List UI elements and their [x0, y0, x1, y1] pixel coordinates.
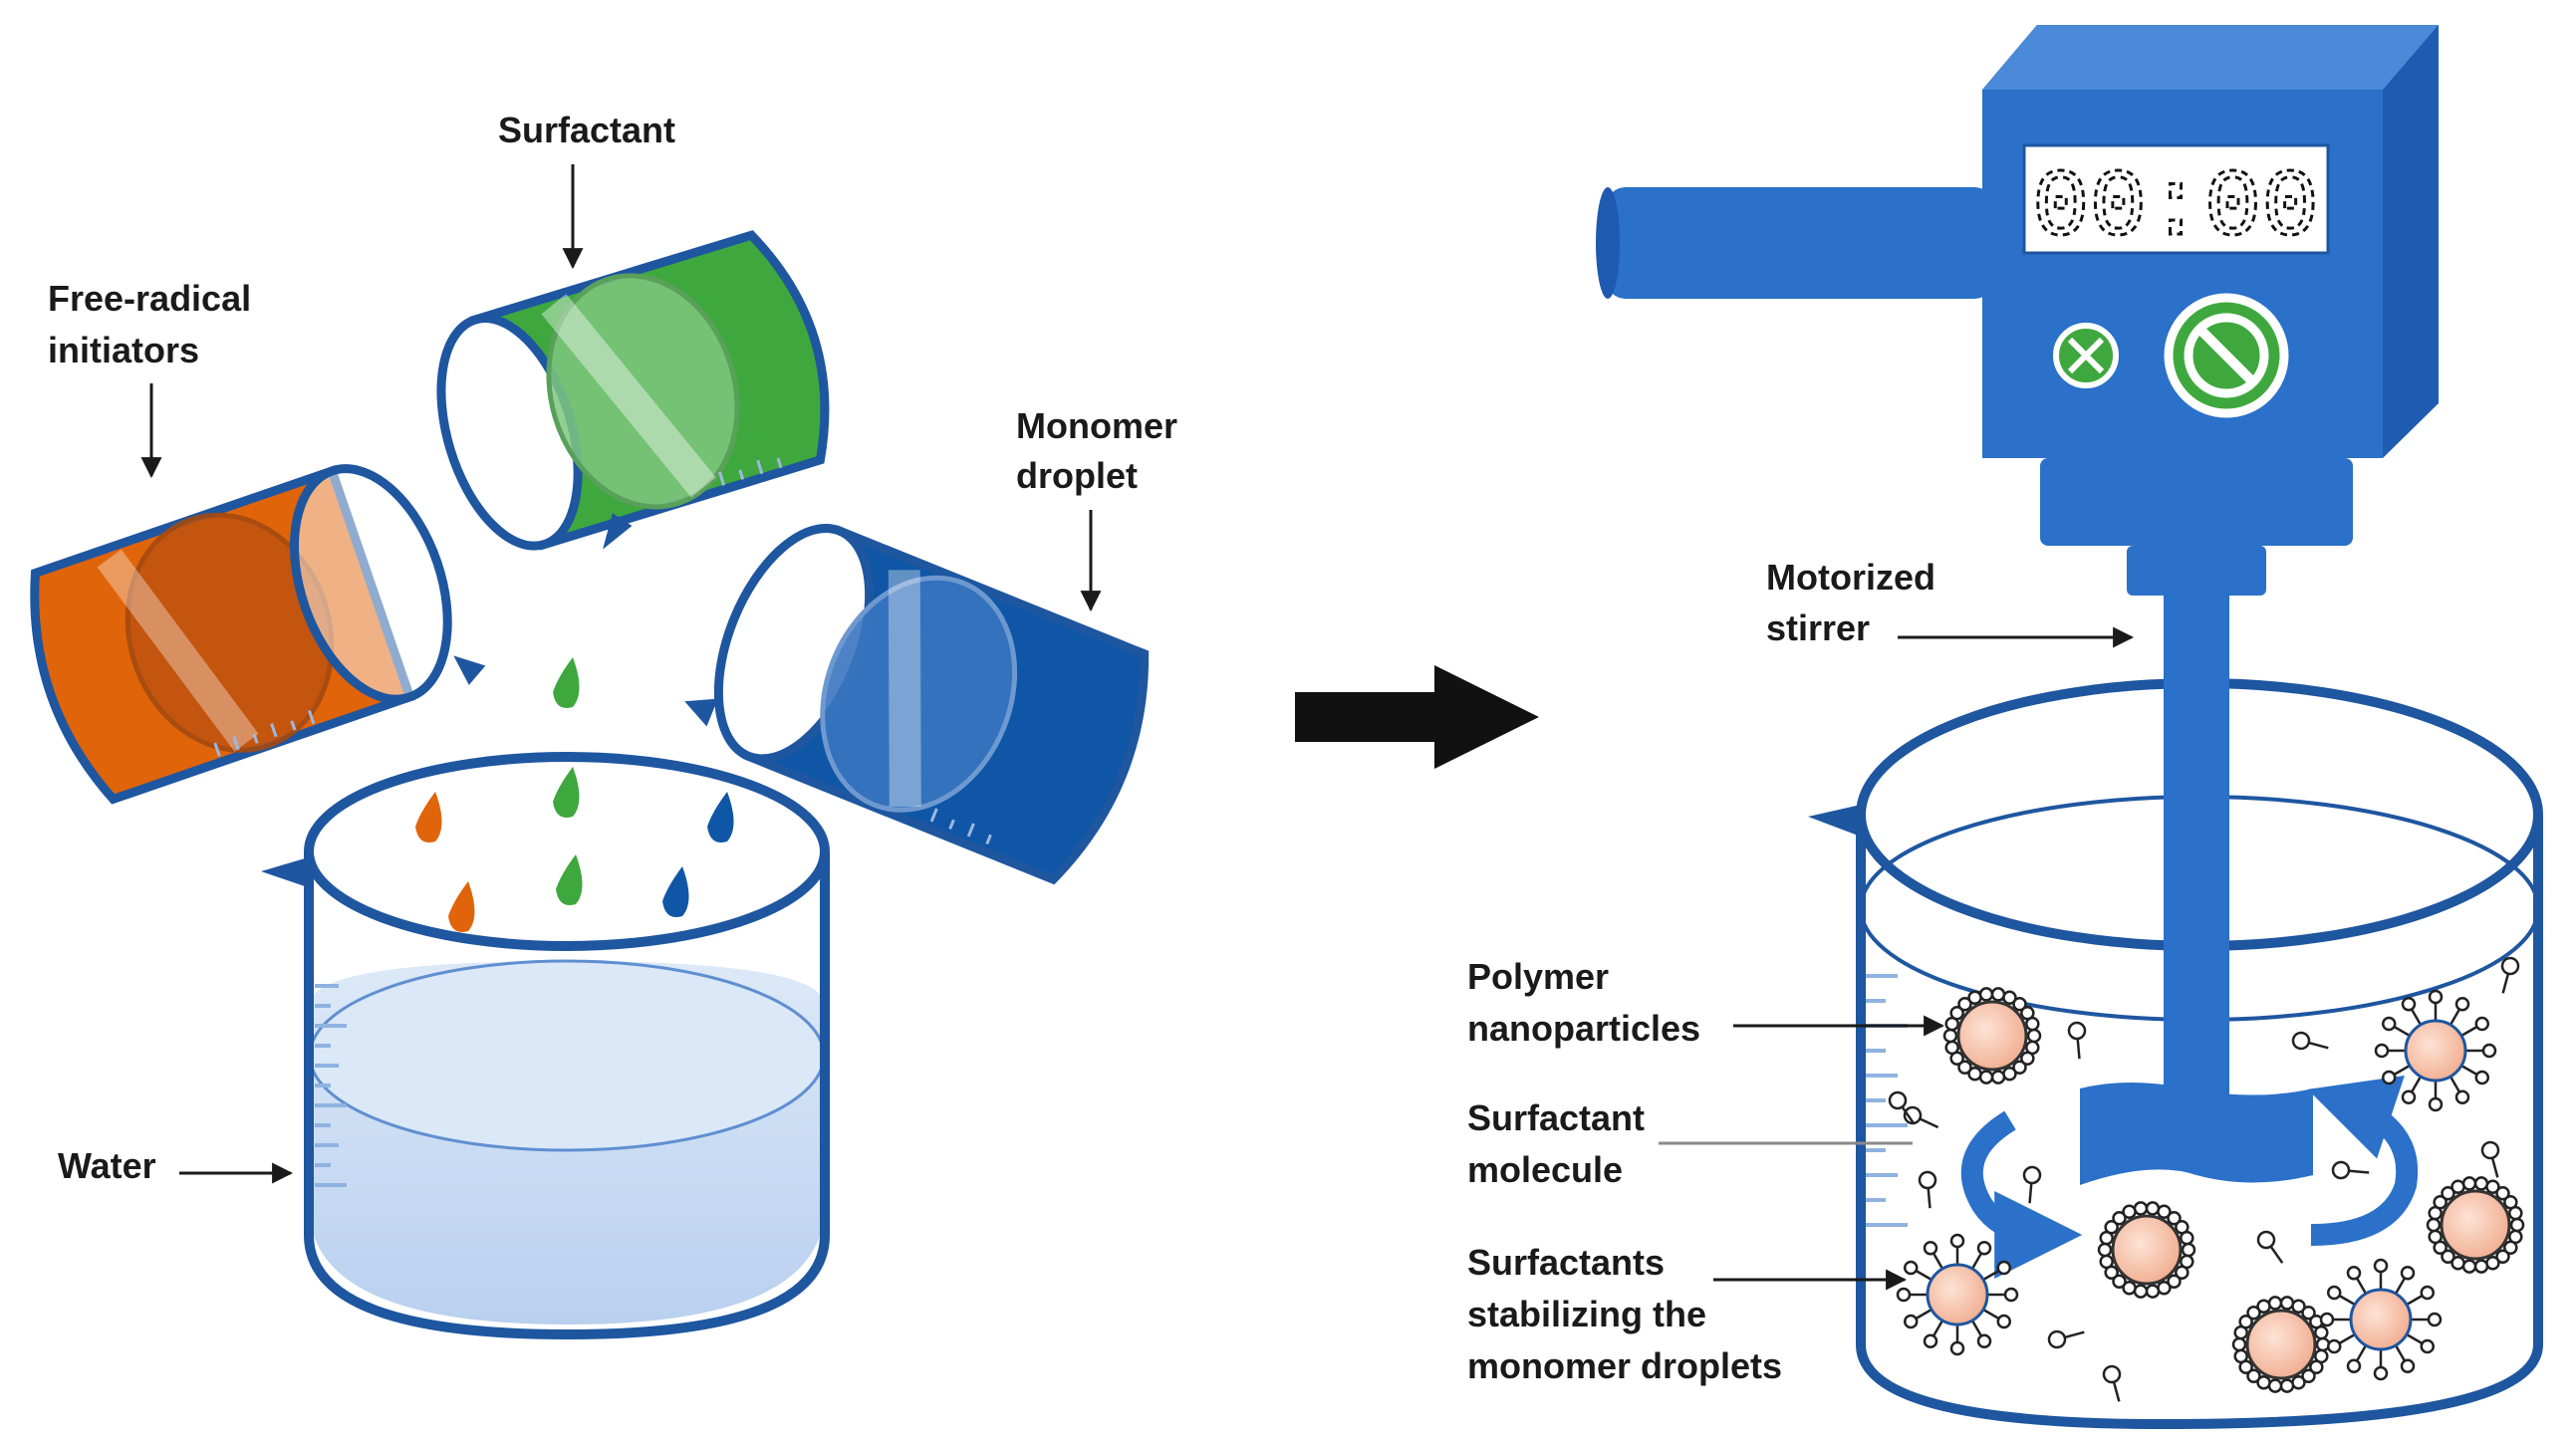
surfactant-molecule: [2500, 956, 2520, 994]
label-stabilizing-3: monomer droplets: [1467, 1345, 1782, 1386]
orange-beaker: [30, 464, 486, 805]
label-stabilizing-2: stabilizing the: [1467, 1294, 1706, 1334]
label-stabilizing-1: Surfactants: [1467, 1242, 1665, 1283]
droplets: [415, 657, 734, 932]
green-drop: [553, 657, 580, 708]
surfactant-molecule: [2022, 1165, 2042, 1204]
swirl-arrow-right: [2307, 1075, 2419, 1246]
stabilized-monomer-droplet: [2319, 1258, 2443, 1381]
blue-drop: [707, 792, 734, 843]
surfactant-molecule: [2102, 1364, 2122, 1402]
label-surf-molecule-1: Surfactant: [1467, 1097, 1645, 1138]
stop-icon[interactable]: [2164, 293, 2289, 418]
polymer-nanoparticle: [1942, 987, 2042, 1084]
orange-drop: [448, 881, 475, 932]
label-polymer-2: nanoparticles: [1467, 1008, 1700, 1049]
label-free-radical-2: initiators: [48, 330, 199, 370]
polymer-nanoparticle: [2426, 1176, 2525, 1274]
stabilized-monomer-droplet: [1896, 1233, 2019, 1356]
timer-display-text: 00:00: [2032, 154, 2319, 263]
stirrer-paddle: [2080, 1082, 2313, 1185]
surfactant-molecule: [2256, 1230, 2284, 1264]
green-drop: [556, 854, 583, 905]
label-polymer-1: Polymer: [1467, 956, 1609, 997]
green-drop: [553, 767, 580, 818]
right-arrow-icon: [1295, 665, 1539, 769]
water-beaker: [261, 752, 830, 1340]
label-water: Water: [58, 1145, 156, 1186]
close-icon[interactable]: [2053, 323, 2119, 388]
surfactant-molecule: [2291, 1031, 2329, 1051]
swirl-arrow-left: [1960, 1110, 2083, 1279]
surfactant-molecule: [1888, 1090, 1916, 1124]
blue-drop: [662, 866, 689, 917]
label-monomer-1: Monomer: [1016, 405, 1177, 446]
label-free-radical-1: Free-radical: [48, 278, 251, 319]
label-surfactant-top: Surfactant: [498, 110, 675, 150]
polymer-nanoparticle: [2097, 1201, 2196, 1299]
stabilized-monomer-droplet: [2374, 989, 2497, 1112]
surfactant-molecule: [2331, 1160, 2370, 1180]
particles: [1888, 956, 2525, 1402]
stirrer-shaft: [2164, 657, 2229, 1111]
surfactant-molecule: [1918, 1170, 1937, 1209]
green-beaker: [436, 230, 830, 551]
surfactant-molecule: [1903, 1105, 1939, 1129]
label-surf-molecule-2: molecule: [1467, 1149, 1623, 1190]
label-monomer-2: droplet: [1016, 455, 1138, 496]
surfactant-molecule: [2047, 1329, 2085, 1349]
timer-display: [2022, 143, 2330, 255]
surfactant-molecule: [2067, 1021, 2087, 1060]
surfactant-molecule: [2480, 1140, 2500, 1178]
blue-beaker: [684, 523, 1150, 885]
polymer-nanoparticle: [2231, 1296, 2331, 1393]
orange-drop: [415, 792, 442, 843]
label-motorized-2: stirrer: [1766, 607, 1870, 648]
label-motorized-1: Motorized: [1766, 557, 1935, 598]
